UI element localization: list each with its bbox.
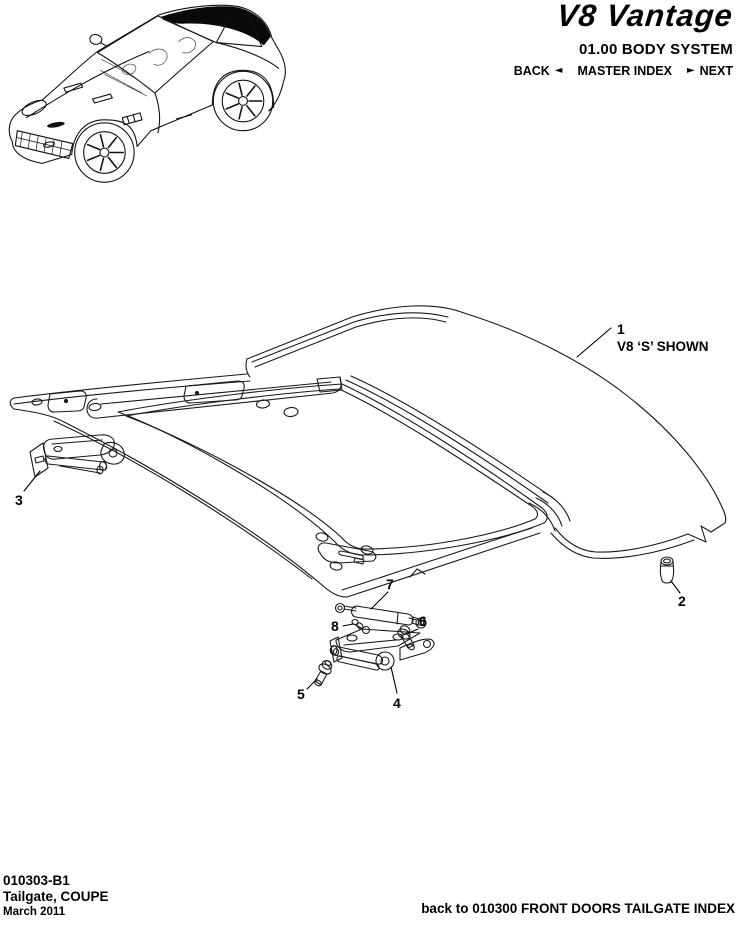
car-side-vent <box>121 112 143 126</box>
part-bolt-5 <box>314 660 333 687</box>
callout-3: 3 <box>15 492 23 508</box>
next-arrow-icon: ► <box>686 65 695 76</box>
car-hood-crease <box>25 50 150 119</box>
footer-doc-info: 010303-B1 Tailgate, COUPE March 2011 <box>3 873 109 919</box>
callout-1: 1 <box>617 321 625 337</box>
doc-title: Tailgate, COUPE <box>3 888 109 904</box>
car-grille <box>14 130 74 159</box>
car-fog-light <box>43 141 55 148</box>
car-body-outline <box>8 4 286 164</box>
callout-7: 7 <box>386 576 394 592</box>
tailgate-exploded-diagram: 1 V8 ‘S’ SHOWN 2 3 4 5 6 7 8 <box>9 305 727 711</box>
callout-4: 4 <box>393 695 401 711</box>
car-roof-black <box>160 6 271 46</box>
nav-master-index-link[interactable]: MASTER INDEX <box>577 64 672 78</box>
brand-logo: V8 Vantage <box>555 0 735 33</box>
v8-vantage-car-drawing <box>8 4 286 183</box>
doc-date: March 2011 <box>3 905 66 918</box>
nav-back-link[interactable]: BACK ◄ <box>514 64 563 78</box>
part-hinge-lh <box>29 434 125 478</box>
part-hinge-rh <box>329 628 435 671</box>
leader-lines <box>23 327 681 694</box>
nav-next-label: NEXT <box>699 64 733 78</box>
car-door-handle <box>176 114 193 120</box>
car-rear-wheel <box>212 70 274 132</box>
callout-6: 6 <box>419 613 427 629</box>
part-tailgate <box>9 305 727 598</box>
callout-labels: 1 V8 ‘S’ SHOWN 2 3 4 5 6 7 8 <box>15 321 709 711</box>
part-gas-strut <box>334 602 427 629</box>
car-windshield <box>96 15 214 94</box>
callout-2: 2 <box>678 593 686 609</box>
section-title: 01.00 BODY SYSTEM <box>578 41 733 58</box>
car-interior-lines <box>100 37 196 97</box>
part-ball-stud <box>351 618 371 635</box>
car-hood-vents <box>63 82 113 104</box>
nav-back-label: BACK <box>513 64 550 78</box>
callout-1-note: V8 ‘S’ SHOWN <box>617 339 709 354</box>
car-rear-haunch-line <box>215 42 280 69</box>
car-headlight <box>21 99 47 117</box>
part-buffer <box>659 556 675 584</box>
back-to-index-link[interactable]: back to 010300 FRONT DOORS TAILGATE INDE… <box>421 901 735 916</box>
header-nav: BACK ◄ MASTER INDEX ► NEXT <box>514 64 733 78</box>
callout-5: 5 <box>297 686 305 702</box>
doc-number: 010303-B1 <box>3 873 70 888</box>
car-front-wheel <box>74 122 135 183</box>
nav-next-link[interactable]: ► NEXT <box>687 64 733 78</box>
car-door-shutline <box>154 92 161 134</box>
car-badge <box>47 121 65 128</box>
back-arrow-icon: ◄ <box>554 65 563 76</box>
car-mirror <box>89 33 108 48</box>
callout-8: 8 <box>331 618 339 634</box>
